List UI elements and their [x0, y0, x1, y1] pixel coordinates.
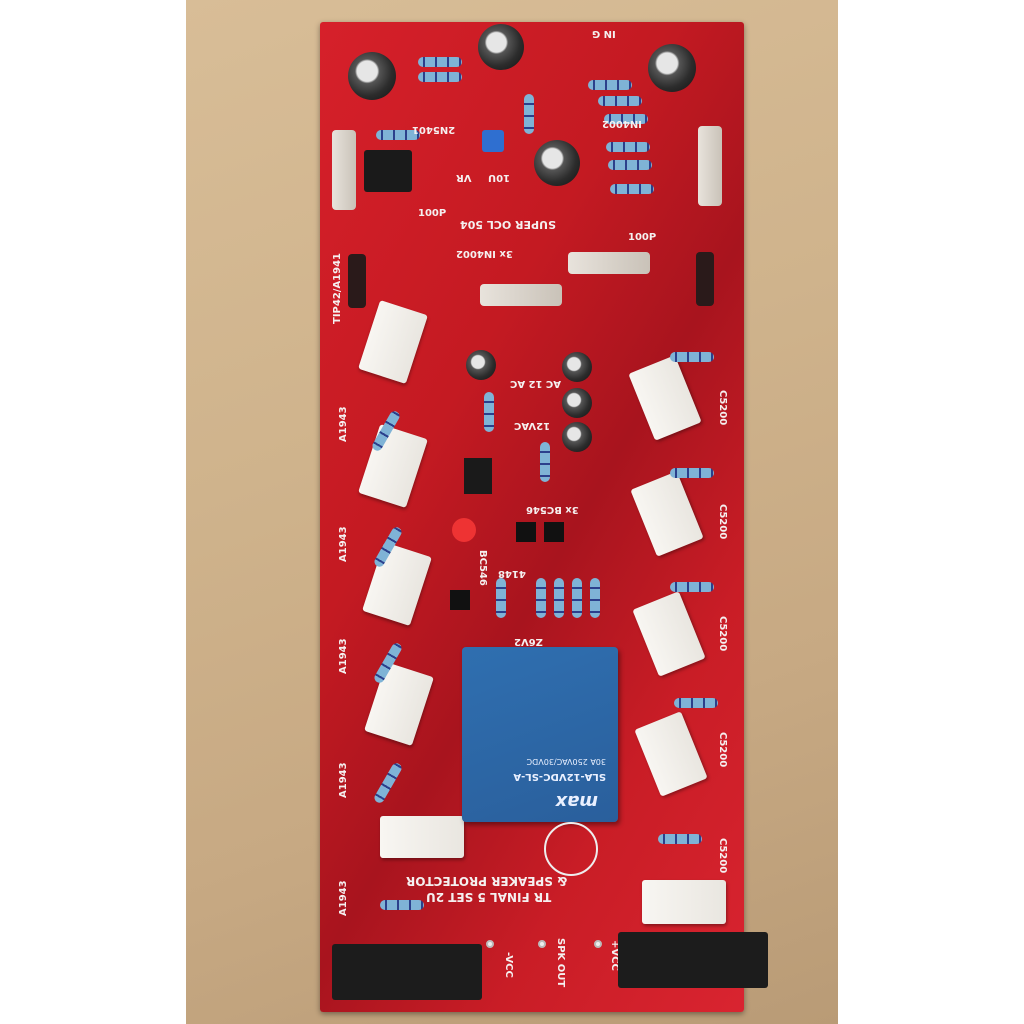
resistor [670, 582, 714, 592]
resistor [590, 578, 600, 618]
resistor [604, 114, 648, 124]
ac-input-label: AC 12 AC [510, 378, 562, 389]
relay-rating: 30A 250VAC/30VDC [526, 757, 606, 766]
power-resistor [480, 284, 562, 306]
resistor [376, 130, 420, 140]
resistor [588, 80, 632, 90]
transistor [544, 522, 564, 542]
resistor [418, 57, 462, 67]
a1943-label: A1943 [338, 762, 349, 798]
c5200-label: C5200 [717, 504, 728, 540]
led [452, 518, 476, 542]
trimmer-potentiometer[interactable] [482, 130, 504, 152]
c5200-label: C5200 [717, 732, 728, 768]
ac-label: 12VAC [514, 420, 551, 431]
resistor [536, 578, 546, 618]
resistor [496, 578, 506, 618]
driver-label: TIP42/A1941 [332, 252, 343, 324]
a1943-label: A1943 [338, 638, 349, 674]
resistor [572, 578, 582, 618]
cap2-label: 10U [488, 172, 511, 183]
vr-label: VR [456, 172, 472, 183]
zener-label: Z6V2 [514, 636, 543, 647]
in-label: IN G [592, 28, 616, 39]
resistor [608, 160, 652, 170]
footer-line-1: TR FINAL 5 SET 2U [426, 890, 552, 904]
relay-model: SLA-12VDC-SL-A [513, 771, 606, 782]
a1943-label: A1943 [338, 880, 349, 916]
logo [544, 822, 598, 876]
transistor [516, 522, 536, 542]
resistor [372, 761, 404, 805]
capacitor [562, 422, 592, 452]
heatsink-clip-left [332, 944, 482, 1000]
capacitor [348, 52, 396, 100]
output-transistor-c5200 [628, 355, 702, 441]
output-transistor-a1943 [362, 542, 432, 626]
c5200-label: C5200 [717, 838, 728, 874]
bc-label: BC546 [477, 550, 488, 586]
a1943-label: A1943 [338, 526, 349, 562]
resistor [554, 578, 564, 618]
resistor [670, 352, 714, 362]
terminal-pad[interactable] [486, 940, 494, 948]
resistor [540, 442, 550, 482]
relay-brand: max [555, 791, 598, 812]
output-transistor-c5200 [630, 471, 704, 557]
resistor [484, 392, 494, 432]
pcb-board: SUPER OCL 504 3x IN4002 2N5401 IN4002 10… [320, 22, 768, 1012]
resistor [524, 94, 534, 134]
output-transistor-c5200 [632, 591, 706, 677]
power-resistor [332, 130, 356, 210]
power-resistor [698, 126, 722, 206]
diodes-label: 3x IN4002 [456, 248, 513, 259]
resistor [674, 698, 718, 708]
terminal-pad[interactable] [594, 940, 602, 948]
resistor [380, 900, 424, 910]
board-title: SUPER OCL 504 [460, 218, 556, 231]
resistor [610, 184, 654, 194]
transistor [464, 458, 492, 494]
small-tr-label: 3x BC546 [526, 504, 579, 515]
cap-label: 100P [418, 208, 447, 219]
driver-transistor [696, 252, 714, 306]
spk-out-label: SPK OUT [555, 938, 566, 988]
capacitor [562, 388, 592, 418]
capacitor [478, 24, 524, 70]
diode-label: IN4002 [602, 118, 642, 129]
resistor [658, 834, 702, 844]
tr-in-label: 2N5401 [412, 124, 456, 135]
cap-label-2: 100P [628, 232, 657, 243]
output-transistor-a1943 [358, 300, 428, 384]
relay: max SLA-12VDC-SL-A 30A 250VAC/30VDC [462, 647, 618, 822]
output-transistor-c5200 [642, 880, 726, 924]
resistor [418, 72, 462, 82]
c5200-label: C5200 [717, 616, 728, 652]
footer-line-2: & SPEAKER PROTECTOR [406, 874, 568, 888]
resistor [606, 142, 650, 152]
capacitor [466, 350, 496, 380]
transistor [450, 590, 470, 610]
capacitor [534, 140, 580, 186]
vcc-neg-label: -VCC [503, 952, 514, 978]
terminal-pad[interactable] [538, 940, 546, 948]
output-transistor-c5200 [634, 711, 708, 797]
output-transistor-a1943 [358, 424, 428, 508]
transistor-heatsink [364, 150, 412, 192]
driver-transistor [348, 254, 366, 308]
a1943-label: A1943 [338, 406, 349, 442]
resistor [670, 468, 714, 478]
output-transistor-a1943 [380, 816, 464, 858]
heatsink-clip-right [618, 932, 768, 988]
capacitor [562, 352, 592, 382]
resistor [598, 96, 642, 106]
c5200-label: C5200 [717, 390, 728, 426]
capacitor [648, 44, 696, 92]
power-resistor [568, 252, 650, 274]
